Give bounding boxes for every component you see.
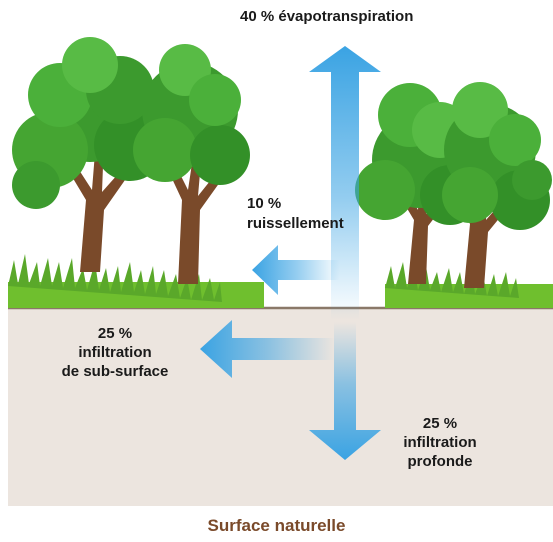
subsurface-label-line1: infiltration <box>78 344 152 361</box>
deep-infiltration-percent: 25 % <box>422 415 458 432</box>
evapotranspiration-label: 40 % évapotranspiration <box>240 8 414 25</box>
subsurface-label-line2: de sub-surface <box>61 363 169 380</box>
evapotranspiration-arrow <box>309 46 381 320</box>
tree-icon <box>133 44 250 284</box>
runoff-arrow <box>252 245 340 295</box>
runoff-percent: 10 % <box>247 195 282 212</box>
subsurface-infiltration-arrow <box>200 320 335 378</box>
deep-infiltration-arrow <box>309 322 381 460</box>
subsurface-percent: 25 % <box>97 325 133 342</box>
deep-infiltration-label-line2: profonde <box>407 453 473 470</box>
tree-icon <box>442 82 552 288</box>
grass-icon <box>8 254 264 308</box>
deep-infiltration-label-line1: infiltration <box>403 434 477 451</box>
tree-icon <box>12 37 166 272</box>
runoff-label: ruissellement <box>247 215 344 232</box>
diagram-title: Surface naturelle <box>207 516 346 535</box>
